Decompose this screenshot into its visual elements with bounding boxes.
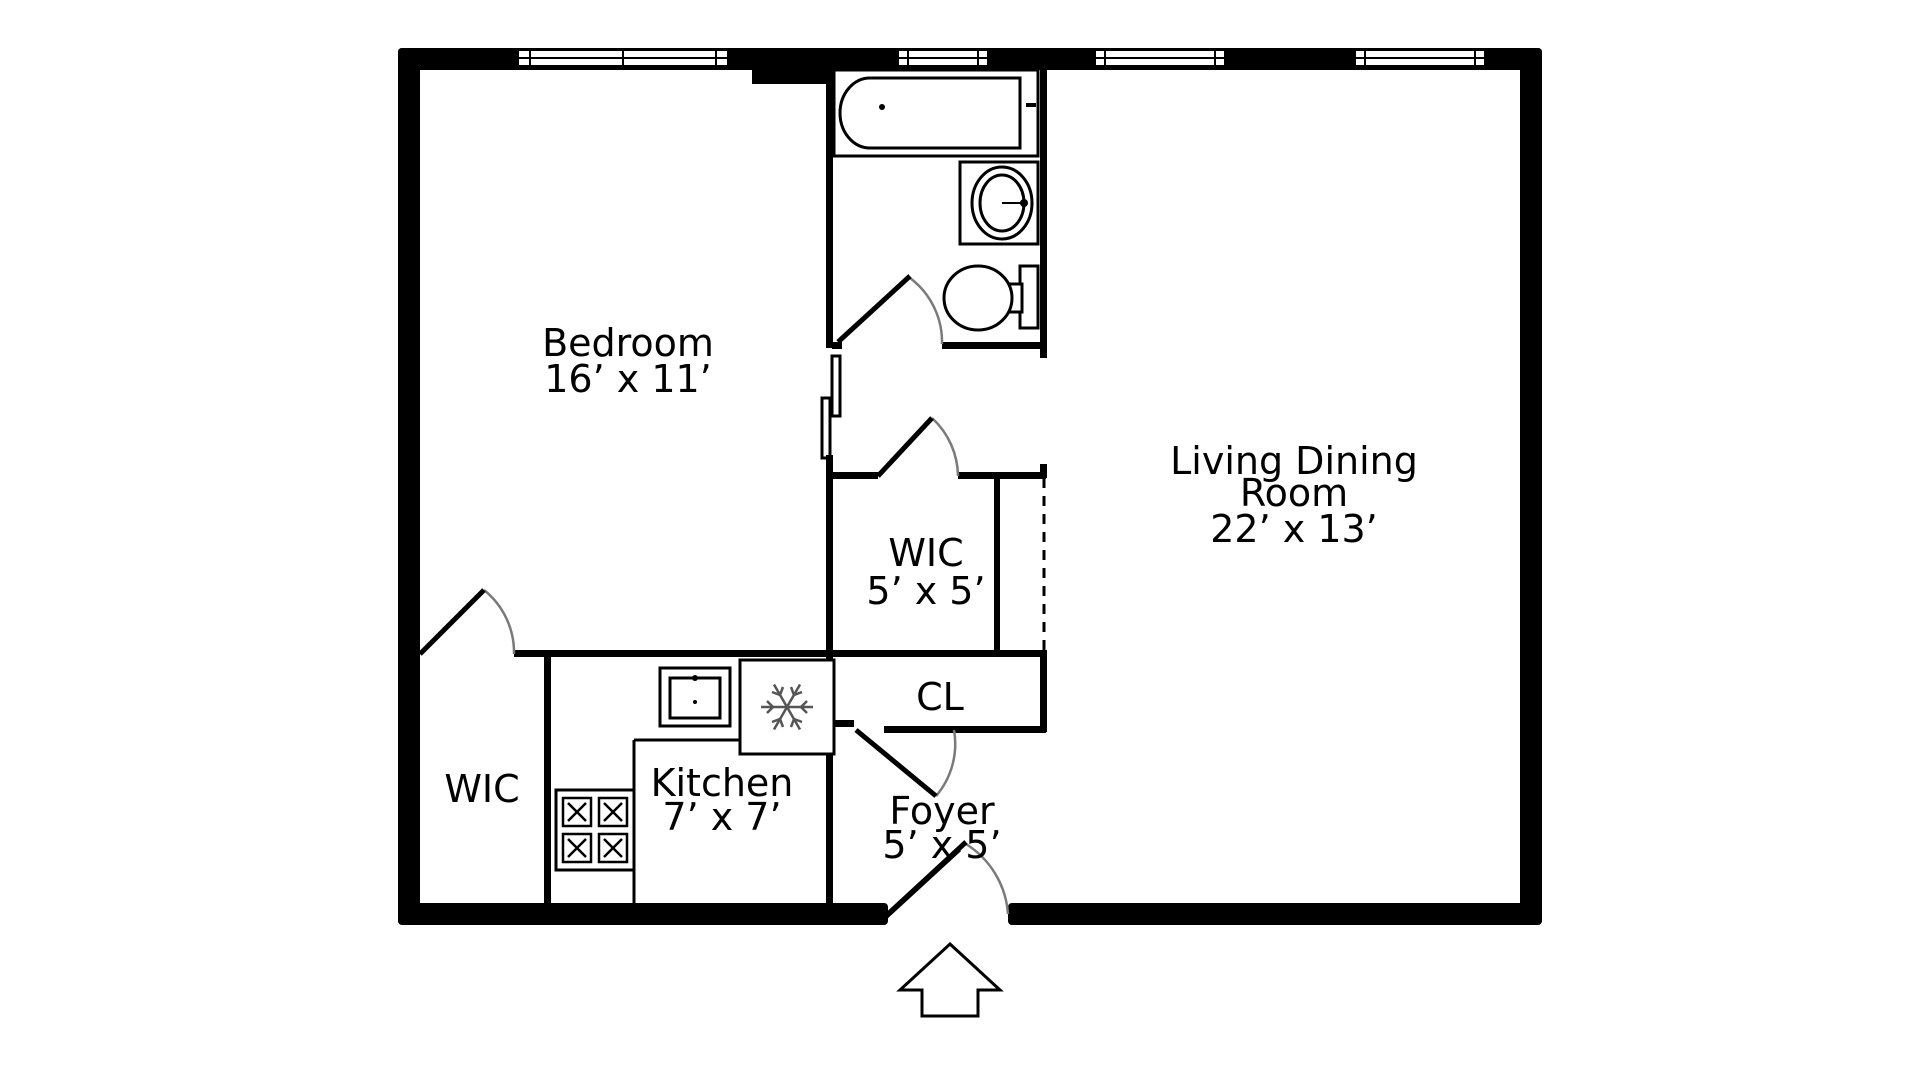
wic-east-wall <box>994 472 1000 650</box>
bedroom-size: 16’ x 11’ <box>544 357 712 401</box>
room-labels: Bedroom 16’ x 11’ Living Dining Room 22’… <box>444 321 1418 867</box>
west-wall <box>398 48 420 923</box>
closet-door <box>854 728 938 798</box>
sliding-door <box>820 396 832 460</box>
doors <box>418 274 1010 920</box>
foyer-wall-stub <box>826 850 833 905</box>
window <box>1094 49 1226 67</box>
wic-top-wall <box>958 472 1046 479</box>
kitchen-sink-basin <box>668 676 722 720</box>
bath-south-wall <box>942 342 1046 349</box>
foyer-size: 5’ x 5’ <box>882 823 1001 867</box>
wall-notch <box>752 68 832 84</box>
bath-east-wall <box>1040 68 1047 358</box>
stove-burners <box>561 796 629 864</box>
window <box>517 49 729 67</box>
wic-center-name: WIC <box>888 531 963 575</box>
bathroom-door <box>836 274 912 344</box>
windows <box>517 49 1486 67</box>
window <box>1354 49 1486 67</box>
kitchen-name: Kitchen <box>651 761 794 805</box>
wic-wall-stub <box>1040 464 1047 478</box>
entry-arrow-icon <box>896 941 1004 1018</box>
bathtub-faucet <box>1026 103 1036 107</box>
bathtub-basin <box>838 76 1022 150</box>
bath-west-wall <box>826 68 833 348</box>
foyer-name: Foyer <box>889 789 995 833</box>
closet-south-wall <box>884 726 1046 733</box>
bathtub-drain <box>879 104 885 110</box>
east-wall <box>1520 48 1542 923</box>
bathroom-fixtures <box>832 68 1040 332</box>
kitchen-fixtures <box>554 658 836 905</box>
living-name-line2: Room <box>1240 471 1348 515</box>
left-wic-door <box>418 588 486 656</box>
sliding-door <box>830 354 842 418</box>
window <box>897 49 989 67</box>
wic-door <box>876 416 934 478</box>
south-wall-right <box>1008 903 1542 925</box>
living-size: 22’ x 13’ <box>1210 507 1378 551</box>
door-swing <box>965 842 1010 915</box>
south-wall-left <box>398 903 888 925</box>
snowflake-icon <box>761 683 813 731</box>
entry-door <box>886 840 968 916</box>
entry-door-edge <box>884 848 962 920</box>
door-swing <box>483 589 516 655</box>
wic-top-wall <box>832 472 878 479</box>
bath-south-wall <box>832 342 842 349</box>
closet-name: CL <box>916 675 964 719</box>
bedroom-name: Bedroom <box>542 321 714 365</box>
toilet-bowl <box>942 264 1014 332</box>
kitchen-north-wall <box>514 650 1046 657</box>
wic-center-size: 5’ x 5’ <box>866 569 985 613</box>
wic-left-name: WIC <box>444 767 519 811</box>
closet-east-wall <box>1040 650 1047 732</box>
door-swing <box>931 417 960 477</box>
left-wic-east-wall <box>544 650 551 905</box>
door-swing <box>909 277 944 345</box>
living-name-line1: Living Dining <box>1170 439 1418 483</box>
door-swing <box>935 729 957 797</box>
foyer-stub <box>832 720 854 727</box>
kitchen-size: 7’ x 7’ <box>662 795 781 839</box>
